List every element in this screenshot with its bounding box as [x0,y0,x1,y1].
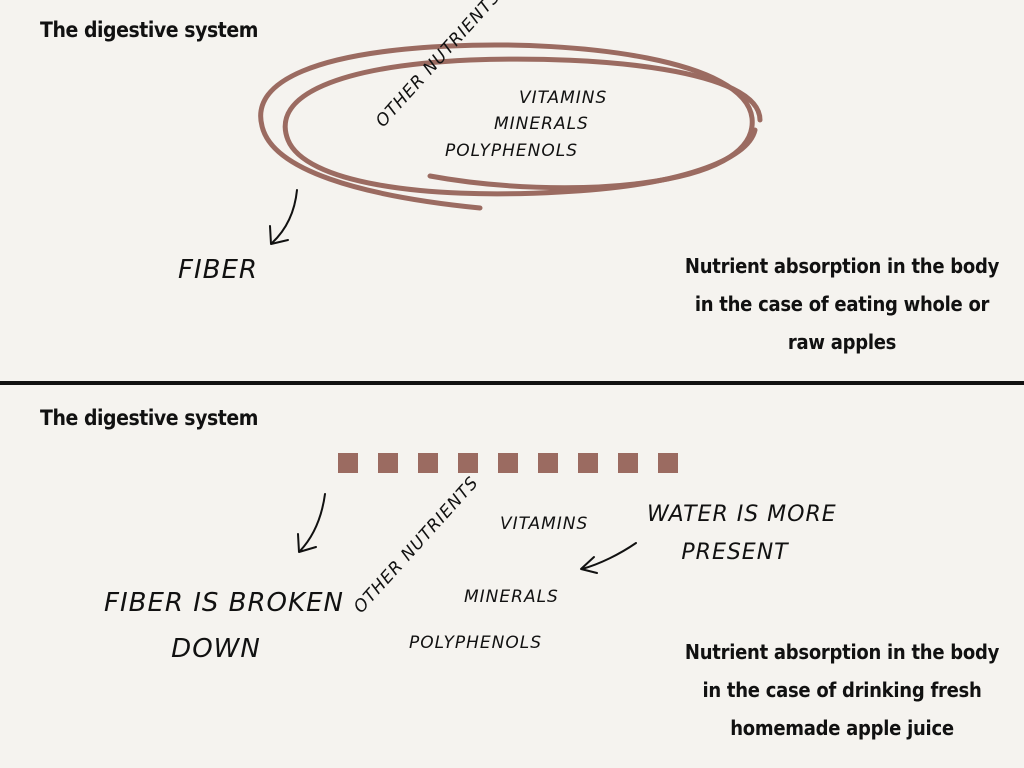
water-label: WATER IS MORE PRESENT [647,496,837,572]
broken-chain-segment [618,453,638,473]
minerals-label: MINERALS [494,114,589,134]
caption-line: Nutrient absorption in the body [684,254,1000,278]
panel-divider [0,381,1024,385]
broken-chain-segment [378,453,398,473]
panel-caption: Nutrient absorption in the body in the c… [662,633,1022,747]
fiber-broken-label: FIBER IS BROKEN DOWN [104,580,344,672]
water-line: PRESENT [681,540,789,565]
broken-chain-segment [658,453,678,473]
fiber-label: FIBER [178,255,258,285]
arrow-from-water-head [580,556,598,574]
panel-heading: The digestive system [40,406,258,430]
other-nutrients-label: OTHER NUTRIENTS [372,0,505,132]
vitamins-label: VITAMINS [500,514,589,534]
polyphenols-label: POLYPHENOLS [409,633,542,653]
caption-line: raw apples [787,330,897,354]
caption-line: Nutrient absorption in the body [684,640,1000,664]
panel-heading: The digestive system [40,18,258,42]
panel-caption: Nutrient absorption in the body in the c… [662,247,1022,361]
arrow-to-fiber-head [297,533,317,553]
broken-chain-segment [458,453,478,473]
broken-chain-segment [538,453,558,473]
caption-line: homemade apple juice [730,716,954,740]
arrow-to-fiber [299,493,326,552]
broken-chain-segment [578,453,598,473]
broken-chain-segment [338,453,358,473]
fiber-broken-line: DOWN [171,634,261,664]
whole-apple-panel: The digestive system OTHER NUTRIENTS VIT… [0,0,1024,382]
caption-line: in the case of drinking fresh [702,678,982,702]
caption-line: in the case of eating whole or [694,292,990,316]
arrow-to-fiber-head [269,225,289,245]
water-line: WATER IS MORE [647,502,837,527]
broken-chain-segment [498,453,518,473]
polyphenols-label: POLYPHENOLS [445,141,578,161]
fiber-broken-line: FIBER IS BROKEN [104,588,344,618]
broken-chain-segment [418,453,438,473]
arrow-from-water [581,542,637,570]
apple-juice-panel: The digestive system OTHER NUTRIENTS VIT… [0,386,1024,768]
vitamins-label: VITAMINS [519,88,608,108]
minerals-label: MINERALS [464,587,559,607]
arrow-to-fiber [271,189,298,244]
